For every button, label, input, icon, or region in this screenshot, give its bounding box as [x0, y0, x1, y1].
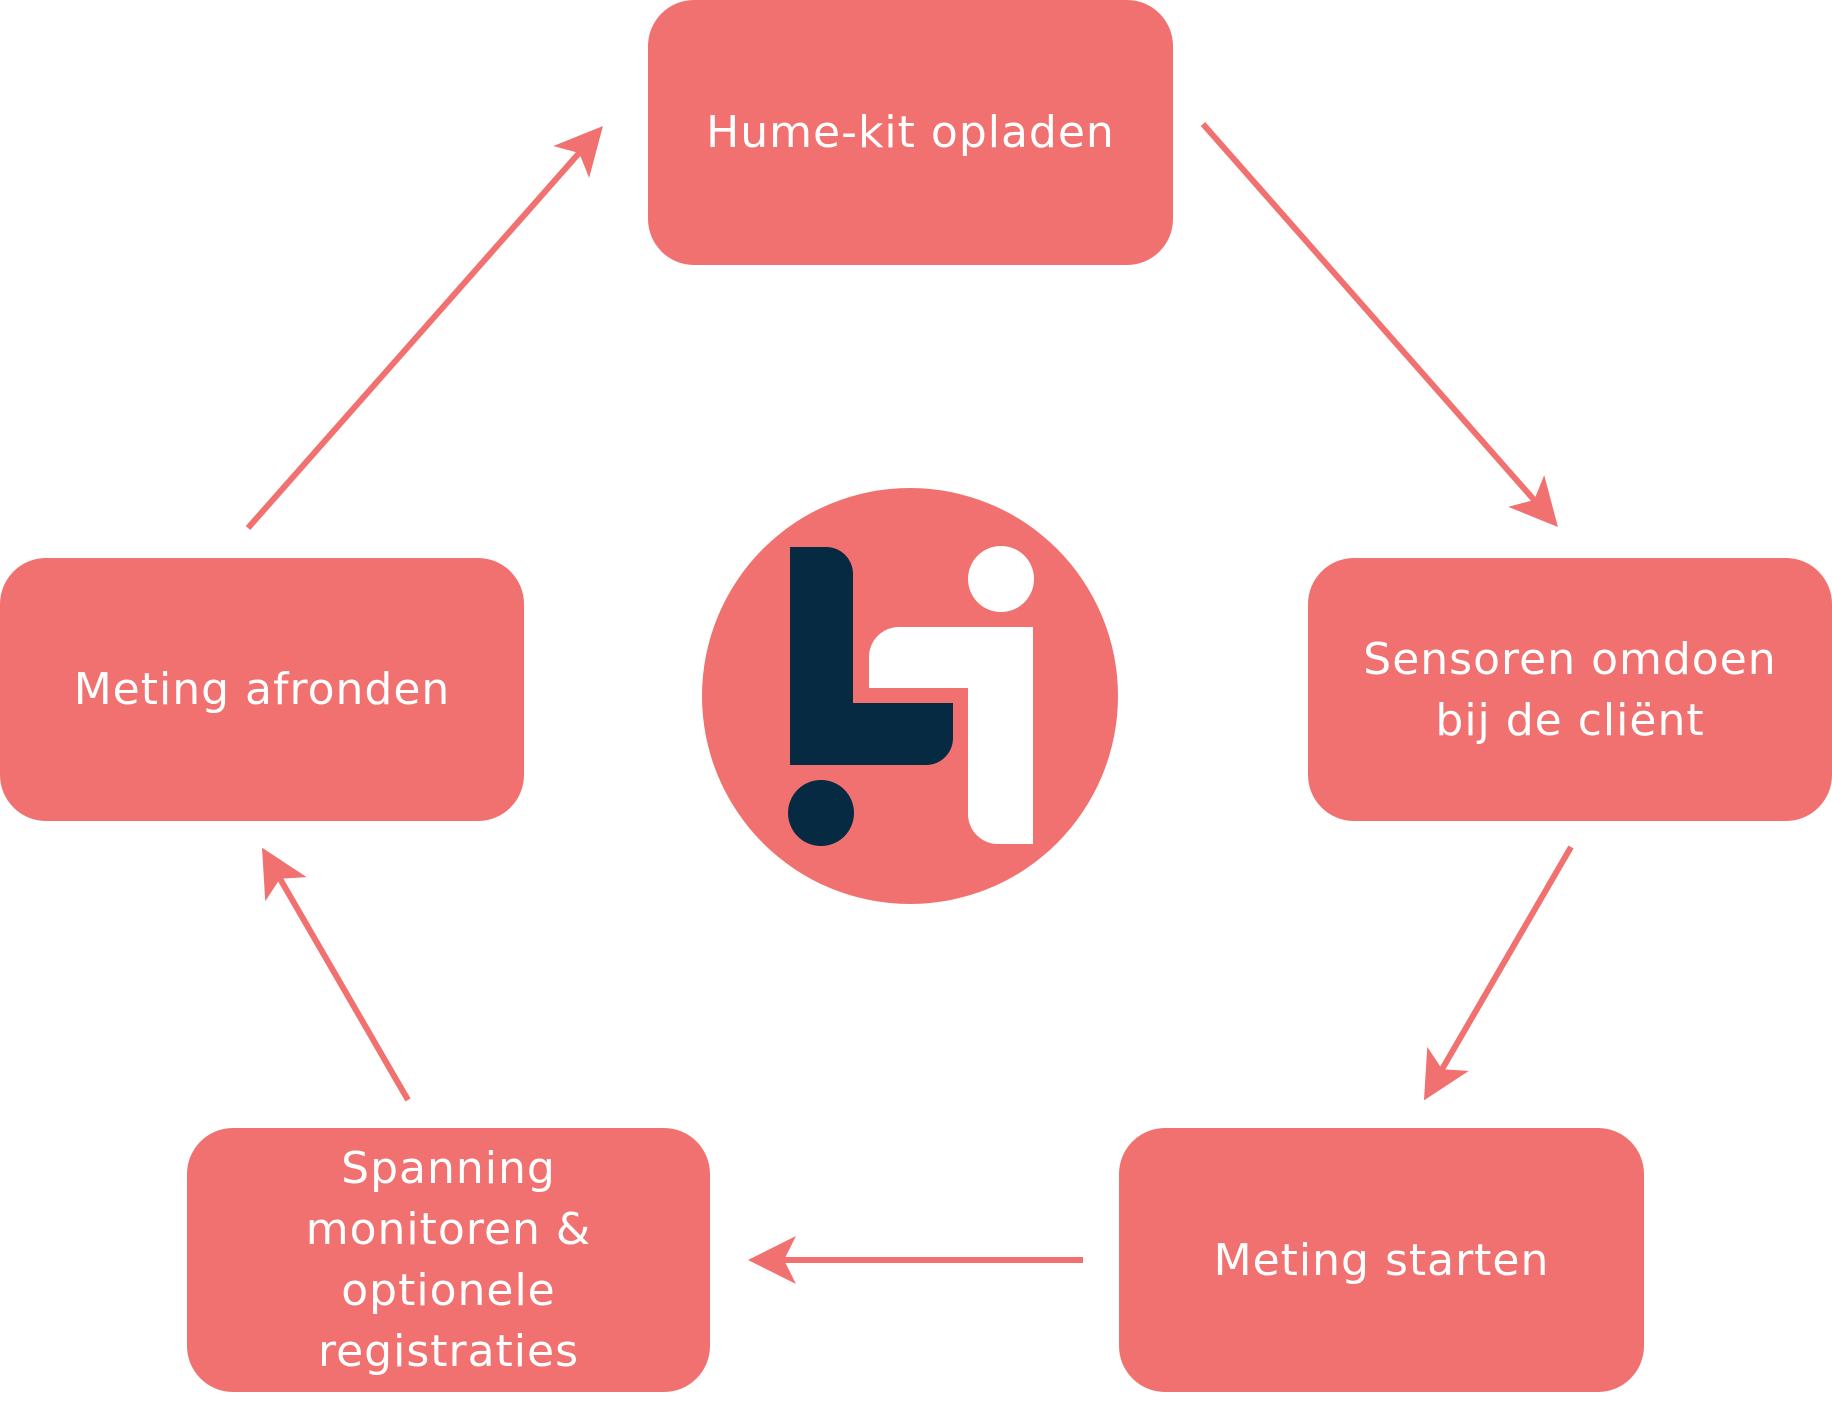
step-label: Hume-kit opladen	[706, 107, 1115, 158]
li-logo-icon	[702, 488, 1118, 904]
arrow-step4-to-step5	[261, 847, 411, 1102]
step-spanning-monitoren: Spanning monitoren & optionele registrat…	[187, 1128, 710, 1392]
step-hume-kit-opladen: Hume-kit opladen	[648, 0, 1173, 265]
arrow-step5-to-step1	[245, 126, 603, 530]
step-sensoren-omdoen: Sensoren omdoen bij de cliënt	[1308, 558, 1832, 821]
arrow-step1-to-step2	[1200, 122, 1558, 528]
arrow-step2-to-step3	[1423, 845, 1574, 1101]
step-meting-afronden: Meting afronden	[0, 558, 524, 821]
step-label: Meting starten	[1213, 1234, 1550, 1286]
step-label: Sensoren omdoen bij de cliënt	[1363, 633, 1777, 746]
step-label: Spanning monitoren & optionele registrat…	[305, 1143, 592, 1377]
step-label: Meting afronden	[73, 664, 451, 715]
step-meting-starten: Meting starten	[1119, 1128, 1644, 1392]
